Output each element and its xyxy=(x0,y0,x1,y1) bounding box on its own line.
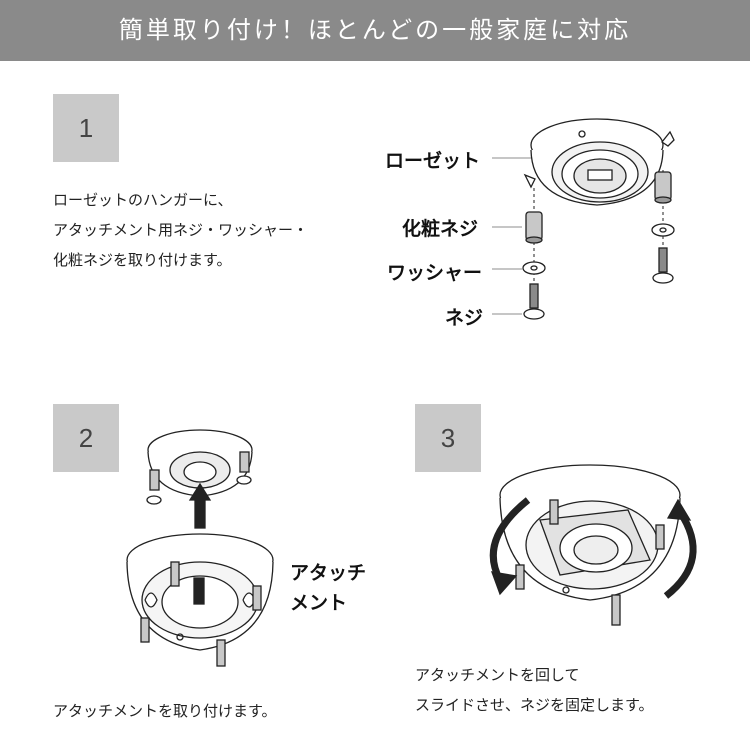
attachment-rotated xyxy=(499,464,681,626)
step-3-description: アタッチメントを回して スライドさせ、ネジを固定します。 xyxy=(415,660,654,720)
step-1-line-1: ローゼットのハンガーに、 xyxy=(53,191,233,209)
label-screw: ネジ xyxy=(445,307,484,329)
step-3-badge: 3 xyxy=(415,404,481,472)
step-2-badge: 2 xyxy=(53,404,119,472)
step-3-line-1: アタッチメントを回して xyxy=(415,666,580,684)
step-3-line-2: スライドさせ、ネジを固定します。 xyxy=(415,696,654,714)
rosette-small xyxy=(146,429,253,505)
attachment-plate xyxy=(126,533,274,667)
banner-title: 簡単取り付け！ほとんどの一般家庭に対応 xyxy=(0,0,750,61)
rotate-arrow-right xyxy=(663,510,697,599)
rosette-part xyxy=(523,118,675,206)
label-decor-screw: 化粧ネジ xyxy=(402,218,479,240)
label-attachment-line-1: アタッチ xyxy=(290,562,367,584)
label-attachment: アタッチ メント xyxy=(290,558,366,618)
label-rosette: ローゼット xyxy=(385,150,481,172)
step-1-description: ローゼットのハンガーに、 アタッチメント用ネジ・ワッシャー・ 化粧ネジを取り付け… xyxy=(53,185,308,275)
label-attachment-line-2: メント xyxy=(290,592,348,614)
step-1-badge: 1 xyxy=(53,94,119,162)
step-2-caption: アタッチメントを取り付けます。 xyxy=(53,702,277,720)
step-1-line-3: 化粧ネジを取り付けます。 xyxy=(53,251,232,269)
label-washer: ワッシャー xyxy=(387,262,483,284)
step-1-line-2: アタッチメント用ネジ・ワッシャー・ xyxy=(53,221,309,239)
rotate-arrow-left xyxy=(489,497,531,582)
